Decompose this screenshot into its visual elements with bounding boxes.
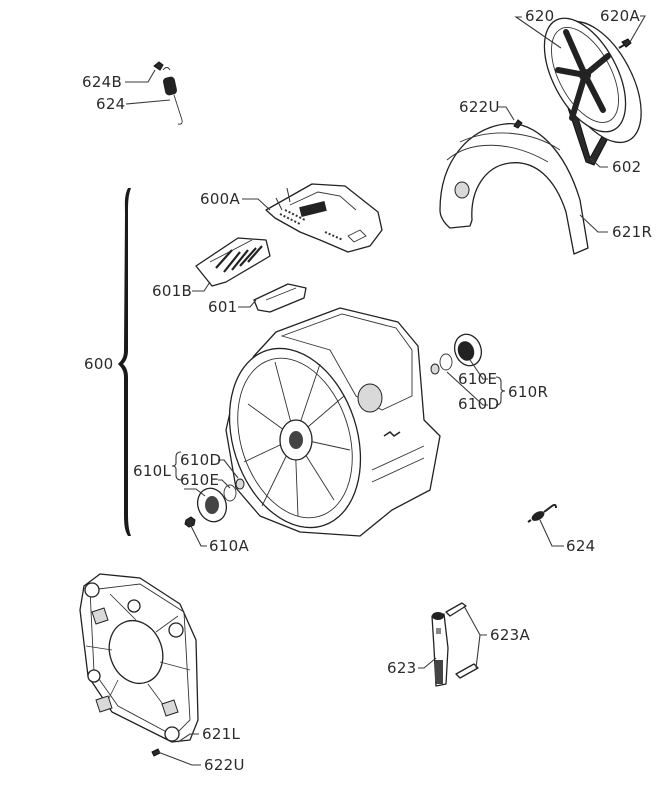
label-622U-bottom: 622U	[204, 756, 245, 774]
right-bearing-kit-610R	[430, 333, 483, 375]
leader-lines	[125, 15, 646, 766]
shock-absorber-623	[431, 612, 449, 687]
tub-top-cover-600A	[265, 183, 383, 253]
label-622U-top: 622U	[459, 98, 500, 116]
spring-624-right	[527, 503, 557, 523]
label-624-right: 624	[566, 537, 596, 555]
label-610R: 610R	[508, 383, 548, 401]
counterweight-601	[253, 283, 307, 313]
label-610D-right: 610D	[458, 395, 499, 413]
label-610D-left: 610D	[180, 451, 221, 469]
pulley-screw-620A	[618, 38, 632, 49]
label-601B: 601B	[152, 282, 192, 300]
assembly-brace-600	[118, 188, 131, 536]
label-623: 623	[387, 659, 417, 677]
label-621L: 621L	[202, 725, 241, 743]
left-half-shell-621L	[79, 573, 199, 743]
label-610L: 610L	[133, 462, 172, 480]
label-624-top: 624	[96, 95, 126, 113]
nut-610A	[184, 516, 196, 528]
label-610E-right: 610E	[458, 370, 497, 388]
label-600A: 600A	[200, 190, 241, 208]
pulley-620	[543, 17, 642, 144]
left-bearing-kit-610L	[196, 478, 245, 523]
right-half-shell-621R	[439, 123, 589, 255]
spring-bushing-624B	[153, 61, 164, 71]
label-610A: 610A	[209, 537, 250, 555]
label-623A: 623A	[490, 626, 531, 644]
label-602: 602	[612, 158, 642, 176]
tub-body	[225, 307, 441, 537]
part-labels: 620 620A 624B 624 622U 602 621R 600A 601…	[82, 7, 652, 774]
label-610E-left: 610E	[180, 471, 219, 489]
label-600: 600	[84, 355, 114, 373]
label-601: 601	[208, 298, 238, 316]
brace-610R	[495, 376, 506, 406]
spring-624-top	[162, 67, 183, 125]
label-621R: 621R	[612, 223, 652, 241]
label-620A: 620A	[600, 7, 641, 25]
shock-absorber-pin-623A-top	[445, 602, 467, 617]
screw-622U-top	[513, 119, 523, 129]
shock-absorber-pin-623A-bottom	[455, 663, 479, 679]
label-620: 620	[525, 7, 555, 25]
brace-610L	[171, 451, 182, 481]
counterweight-block-601B	[195, 237, 271, 287]
label-624B: 624B	[82, 73, 122, 91]
